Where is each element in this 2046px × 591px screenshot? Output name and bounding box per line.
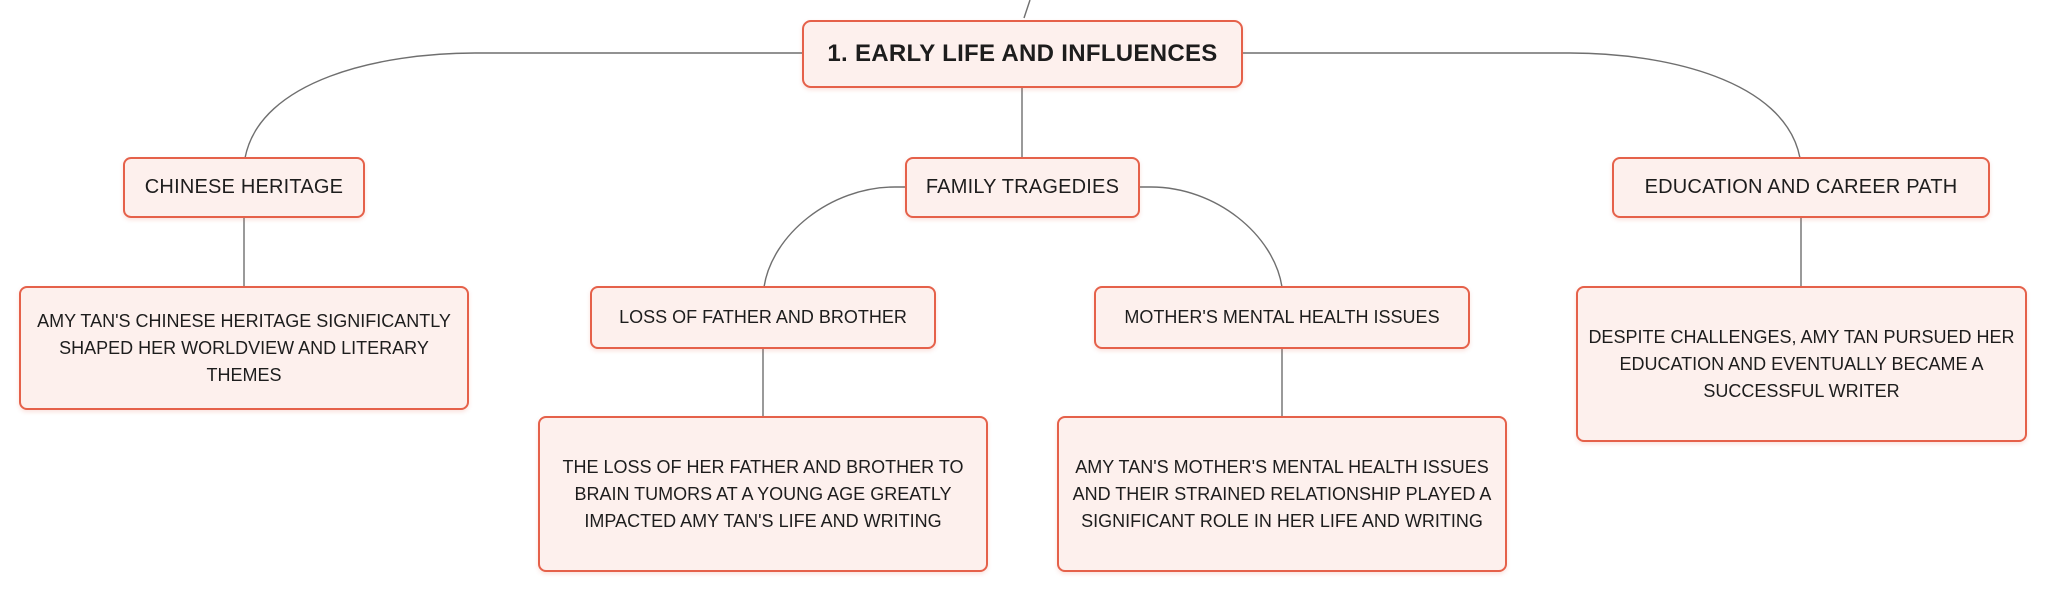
detail-mothers-mental-health[interactable]: AMY TAN'S MOTHER'S MENTAL HEALTH ISSUES …: [1057, 416, 1507, 572]
topic-education-career-path[interactable]: EDUCATION AND CAREER PATH: [1612, 157, 1990, 218]
connector-family-to-mother: [1139, 186, 1283, 288]
connector-root-to-chinese-heritage: [244, 52, 802, 159]
detail-chinese-heritage[interactable]: AMY TAN'S CHINESE HERITAGE SIGNIFICANTLY…: [19, 286, 469, 410]
subtopic-mothers-mental-health[interactable]: MOTHER'S MENTAL HEALTH ISSUES: [1094, 286, 1470, 349]
connector-root-to-education: [1242, 52, 1801, 159]
connector-parent-to-root: [1023, 0, 1031, 19]
root-topic-node[interactable]: 1. EARLY LIFE AND INFLUENCES: [802, 20, 1243, 88]
detail-education-career-path[interactable]: DESPITE CHALLENGES, AMY TAN PURSUED HER …: [1576, 286, 2027, 442]
topic-chinese-heritage[interactable]: CHINESE HERITAGE: [123, 157, 365, 218]
detail-loss-of-father-and-brother[interactable]: THE LOSS OF HER FATHER AND BROTHER TO BR…: [538, 416, 988, 572]
connector-family-to-loss: [763, 186, 907, 288]
topic-family-tragedies[interactable]: FAMILY TRAGEDIES: [905, 157, 1140, 218]
subtopic-loss-of-father-and-brother[interactable]: LOSS OF FATHER AND BROTHER: [590, 286, 936, 349]
